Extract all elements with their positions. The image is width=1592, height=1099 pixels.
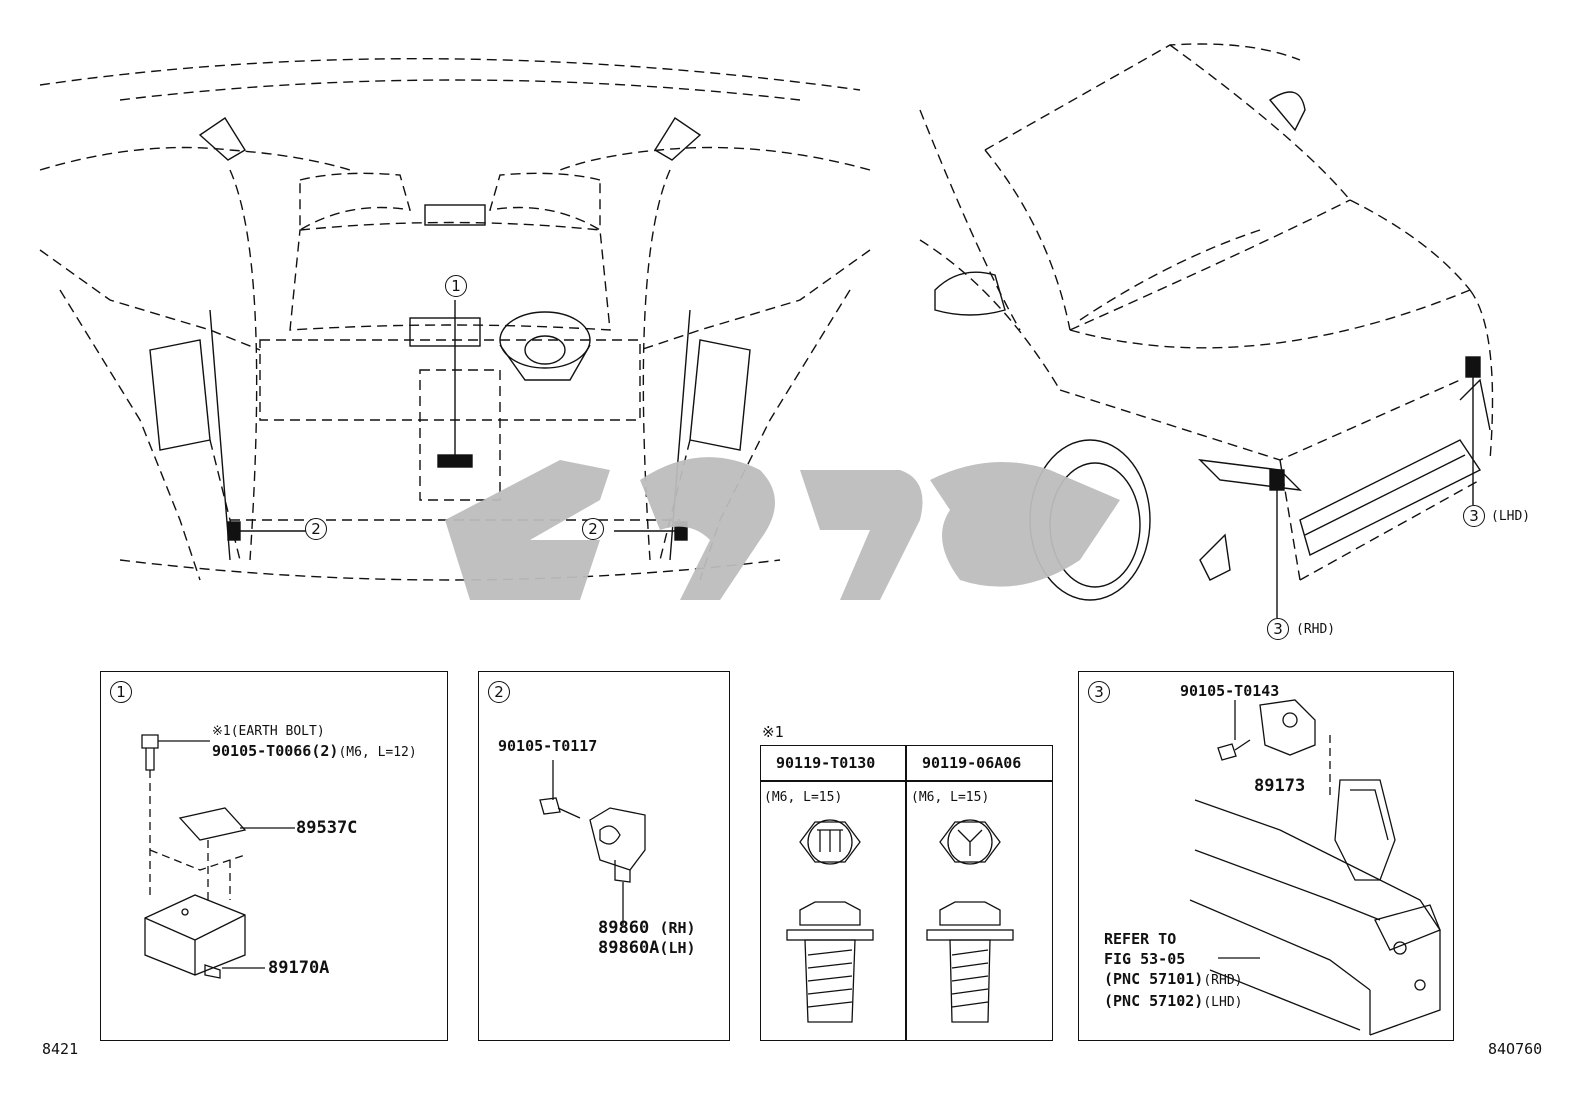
front-sensor-marker-rhd bbox=[1269, 469, 1285, 491]
lhd-label: (LHD) bbox=[1491, 509, 1531, 524]
callout-3-rhd: 3 bbox=[1267, 618, 1289, 640]
panel2-sensor-lh-number: 89860A bbox=[598, 938, 660, 958]
side-sensor-marker-left bbox=[227, 521, 241, 541]
panel3-bolt-part: 90105-T0143 bbox=[1180, 682, 1280, 700]
callout-2-top-left: 2 bbox=[305, 518, 327, 540]
bolt-note-divider bbox=[905, 745, 907, 1041]
panel1-drawing bbox=[141, 734, 295, 979]
bolt-note-col2-spec: (M6, L=15) bbox=[911, 790, 990, 805]
panel3-sensor-part: 89173 bbox=[1254, 776, 1306, 796]
watermark-logo bbox=[445, 457, 1120, 600]
callout-2-top-right: 2 bbox=[582, 518, 604, 540]
panel-3-number: 3 bbox=[1088, 681, 1110, 703]
bolt-note-header-line bbox=[760, 780, 1053, 782]
airbag-ecu-marker bbox=[437, 454, 473, 468]
refer-pnc-1-suffix: (RHD) bbox=[1203, 973, 1243, 988]
bolt-note-col1-spec: (M6, L=15) bbox=[764, 790, 843, 805]
refer-pnc-1-number: (PNC 57101) bbox=[1104, 970, 1204, 988]
footer-left-code: 8421 bbox=[42, 1040, 79, 1058]
panel-1-number: 1 bbox=[110, 681, 132, 703]
panel2-lh-suffix: (LH) bbox=[659, 939, 696, 957]
panel2-drawing bbox=[539, 760, 646, 925]
panel2-sensor-lh: 89860A(LH) bbox=[598, 938, 696, 958]
panel1-bolt-part: 90105-T0066(2)(M6, L=12) bbox=[212, 742, 417, 760]
panel1-label-part: 89537C bbox=[296, 818, 358, 838]
refer-line-1: REFER TO bbox=[1104, 930, 1177, 948]
detail-panel-2 bbox=[478, 671, 730, 1041]
interior-view-drawing bbox=[39, 57, 871, 581]
refer-pnc-2-number: (PNC 57102) bbox=[1104, 992, 1204, 1010]
panel1-bolt-part-number: 90105-T0066(2) bbox=[212, 742, 339, 760]
note-mark: ※1 bbox=[762, 723, 784, 741]
front-sensor-marker-lhd bbox=[1465, 356, 1481, 378]
bolt-note-col2-part: 90119-06A06 bbox=[922, 754, 1022, 772]
panel2-bolt-part: 90105-T0117 bbox=[498, 737, 598, 755]
bolt-note-drawing bbox=[786, 819, 1014, 1023]
panel2-sensor-rh-number: 89860 bbox=[598, 918, 650, 938]
earth-bolt-note: ※1(EARTH BOLT) bbox=[212, 724, 325, 739]
refer-pnc-2: (PNC 57102)(LHD) bbox=[1104, 992, 1242, 1010]
refer-pnc-2-suffix: (LHD) bbox=[1203, 995, 1243, 1010]
panel-2-number: 2 bbox=[488, 681, 510, 703]
panel2-rh-suffix: (RH) bbox=[659, 919, 696, 937]
detail-panel-1 bbox=[100, 671, 448, 1041]
detail-panel-3 bbox=[1078, 671, 1454, 1041]
refer-line-2: FIG 53-05 bbox=[1104, 950, 1186, 968]
panel1-ecu-part: 89170A bbox=[268, 958, 330, 978]
refer-pnc-1: (PNC 57101)(RHD) bbox=[1104, 970, 1242, 988]
footer-right-code: 84O760 bbox=[1488, 1040, 1543, 1058]
panel3-drawing bbox=[1189, 699, 1441, 1036]
callout-3-lhd: 3 bbox=[1463, 505, 1485, 527]
exterior-view-drawing bbox=[919, 43, 1494, 581]
callout-1-top: 1 bbox=[445, 275, 467, 297]
bolt-note-col1-part: 90119-T0130 bbox=[776, 754, 876, 772]
bolt-note-table bbox=[760, 745, 1053, 1041]
panel1-bolt-spec: (M6, L=12) bbox=[338, 745, 417, 760]
panel2-sensor-rh: 89860 (RH) bbox=[598, 918, 696, 938]
rhd-label: (RHD) bbox=[1296, 622, 1336, 637]
